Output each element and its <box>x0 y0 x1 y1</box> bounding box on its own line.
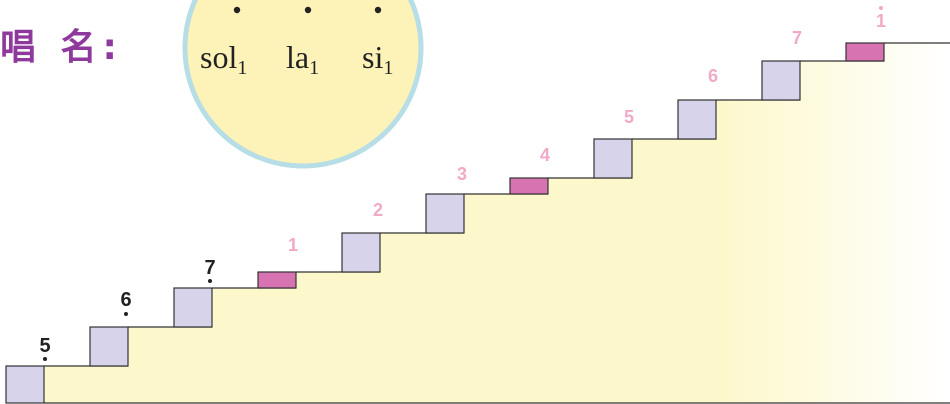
note-mid-3: 3 <box>457 164 467 184</box>
note-mid-1: 1 <box>288 235 298 255</box>
step-block-low-7 <box>173 287 213 328</box>
step-block-mid-3 <box>425 193 465 234</box>
note-low-5: 5 <box>39 335 50 357</box>
note-mid-7: 7 <box>792 28 802 48</box>
step-block-mid-5 <box>593 138 633 179</box>
step-block-mid-1 <box>257 271 297 289</box>
syllable-circle: sol1 la1 si1 <box>182 0 424 169</box>
dot-below-sol <box>233 6 241 14</box>
note-low-6: 6 <box>120 289 131 311</box>
dot-above-high-1 <box>879 6 883 10</box>
stair-outline <box>44 42 950 367</box>
syllable-la: la1 <box>286 39 319 79</box>
dot-below-la <box>304 6 312 14</box>
note-low-7: 7 <box>204 257 215 279</box>
step-block-mid-2 <box>341 232 381 273</box>
singing-name-label: 唱 名: <box>0 27 123 68</box>
step-block-high-1 <box>845 42 885 62</box>
note-mid-6: 6 <box>708 66 718 86</box>
dot-below-low-5 <box>43 357 47 361</box>
step-block-low-5 <box>5 365 45 404</box>
step-block-mid-4 <box>509 177 549 195</box>
step-block-mid-7 <box>761 60 801 101</box>
note-high-1: 1 <box>876 11 886 31</box>
dot-below-low-6 <box>124 312 128 316</box>
staircase-body <box>44 43 950 403</box>
note-mid-4: 4 <box>540 145 550 165</box>
syllable-si: si1 <box>362 39 393 79</box>
syllable-sol: sol1 <box>200 39 247 79</box>
note-mid-5: 5 <box>624 107 634 127</box>
dot-below-low-7 <box>208 279 212 283</box>
step-block-low-6 <box>89 326 129 367</box>
step-block-mid-6 <box>677 99 717 140</box>
dot-below-si <box>374 6 382 14</box>
note-mid-2: 2 <box>373 200 383 220</box>
